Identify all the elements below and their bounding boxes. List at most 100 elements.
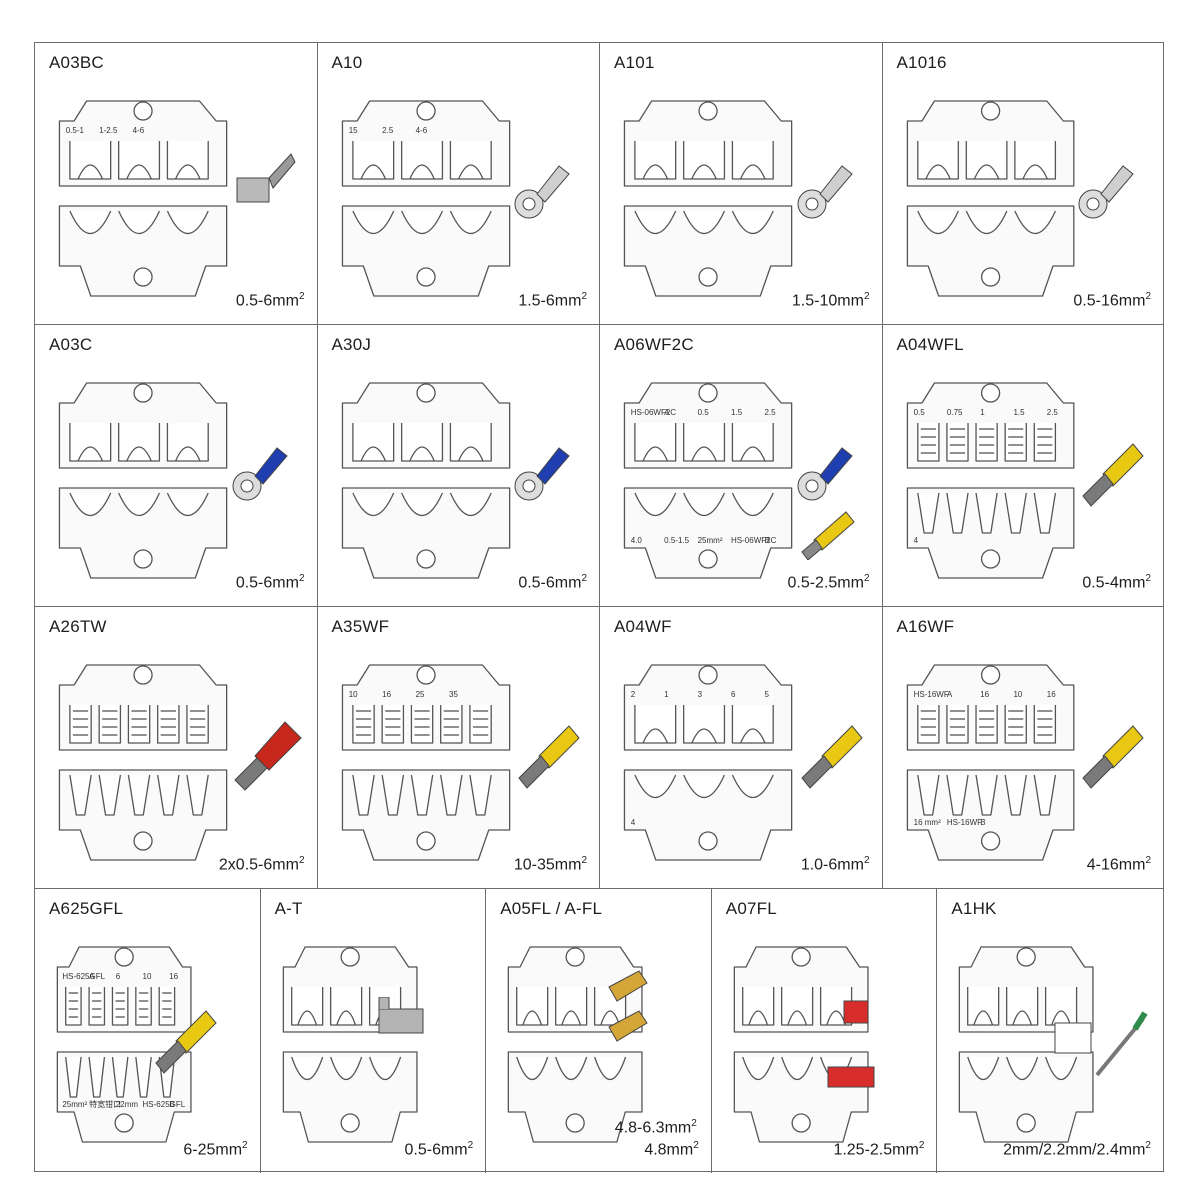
die-label: 2	[631, 690, 636, 699]
ferrule-yellow-icon	[1082, 725, 1144, 789]
red-flags-icon	[827, 1000, 875, 1088]
unit-superscript: 2	[863, 290, 870, 302]
die-code: A06WF2C	[614, 335, 694, 354]
unit-superscript: 2	[691, 1117, 697, 1129]
wire-range-value: 2mm/2.2mm/2.4mm	[1003, 1141, 1146, 1158]
ring-terminal-blue-icon	[514, 447, 570, 501]
die-label: B	[764, 536, 769, 545]
crimp-die-drawing	[341, 382, 510, 579]
die-label: B	[169, 1100, 174, 1109]
wire-range-value: 4.8-6.3mm	[614, 1119, 692, 1136]
unit-superscript: 2	[918, 1139, 925, 1151]
ferrule-yellow-icon	[518, 725, 580, 789]
die-code: A10	[331, 53, 363, 72]
wire-range: 1.25-2.5mm2	[833, 1140, 924, 1159]
die-label: 6	[116, 972, 121, 981]
wire-range-value: 0.5-6mm	[235, 574, 299, 591]
die-code: A30J	[331, 335, 372, 354]
die-label: 16	[169, 972, 178, 981]
unit-superscript: 2	[467, 1139, 474, 1151]
unit-superscript: 2	[298, 854, 305, 866]
wire-range-value: 6-25mm	[183, 1141, 243, 1158]
wire-range-value: 0.5-6mm	[404, 1141, 468, 1158]
unit-superscript: 2	[581, 854, 587, 866]
wire-range: 1.5-6mm2	[518, 291, 587, 310]
twin-ferrule-red-icon	[233, 721, 302, 791]
die-label: 35	[449, 690, 458, 699]
crimp-die-drawing	[58, 664, 228, 861]
wire-range-value: 4-16mm	[1086, 856, 1146, 873]
wire-range-value: 1.5-10mm	[791, 292, 864, 309]
die-code: A35WF	[331, 617, 390, 636]
ring-terminal-bare-icon	[1078, 165, 1134, 219]
die-label: A	[89, 972, 95, 981]
crimp-die-drawing	[507, 946, 643, 1143]
wire-range-value: 4.8mm	[644, 1141, 694, 1158]
crimp-die-drawing	[959, 946, 1094, 1143]
wire-range: 2mm/2.2mm/2.4mm2	[1003, 1140, 1151, 1159]
butt-splice-icon	[378, 997, 424, 1034]
die-label: 16 mm²	[913, 818, 940, 827]
pin-terminal-icon	[1054, 1011, 1148, 1077]
unit-superscript: 2	[863, 854, 870, 866]
die-label: 10	[1013, 690, 1022, 699]
die-label: 15	[348, 126, 357, 135]
die-code: A26TW	[49, 617, 107, 636]
die-code: A16WF	[896, 617, 955, 636]
die-label: A	[946, 690, 952, 699]
die-label: 25mm²	[62, 1100, 87, 1109]
wire-range-value: 1.0-6mm	[800, 856, 864, 873]
wire-range: 4-16mm2	[1087, 855, 1151, 874]
unit-superscript: 2	[1145, 572, 1151, 584]
die-label: HS-625GFL	[62, 972, 105, 981]
wire-range: 10-35mm2	[514, 855, 587, 874]
unit-superscript: 2	[581, 572, 587, 584]
die-label: 4.0	[631, 536, 643, 545]
wire-range: 0.5-4mm2	[1082, 573, 1151, 592]
wire-range-value: 1.5-6mm	[518, 292, 582, 309]
wire-range-value: 0.5-2.5mm	[787, 574, 864, 591]
wire-range: 1.5-10mm2	[792, 291, 870, 310]
wire-range-value: 0.5-4mm	[1082, 574, 1146, 591]
die-code: A03C	[49, 335, 93, 354]
die-label: B	[980, 818, 985, 827]
die-code: A04WF	[614, 617, 672, 636]
die-code: A05FL / A-FL	[500, 899, 603, 918]
wire-range: 0.5-16mm2	[1073, 291, 1151, 310]
ring-terminal-bare-icon	[797, 165, 853, 219]
wire-range: 6-25mm2	[183, 1140, 247, 1159]
wire-range: 0.5-6mm2	[518, 573, 587, 592]
die-label: 6	[731, 690, 736, 699]
die-label: HS-16WF	[913, 690, 948, 699]
wire-range: 2x0.5-6mm2	[219, 855, 305, 874]
die-label: 4-6	[133, 126, 145, 135]
die-label: 特宽钳口	[89, 1099, 121, 1109]
die-label: 0.75	[946, 408, 962, 417]
wire-range: 0.5-6mm2	[405, 1140, 474, 1159]
ring-terminal-blue-icon	[232, 447, 288, 501]
die-label: HS-16WF	[946, 818, 981, 827]
die-label: 5	[764, 690, 769, 699]
brass-flags-icon	[608, 970, 648, 1042]
die-label: 25	[415, 690, 424, 699]
die-label: 2.5	[1046, 408, 1058, 417]
die-label: 2.5	[382, 126, 394, 135]
crimp-die-drawing	[733, 946, 869, 1143]
